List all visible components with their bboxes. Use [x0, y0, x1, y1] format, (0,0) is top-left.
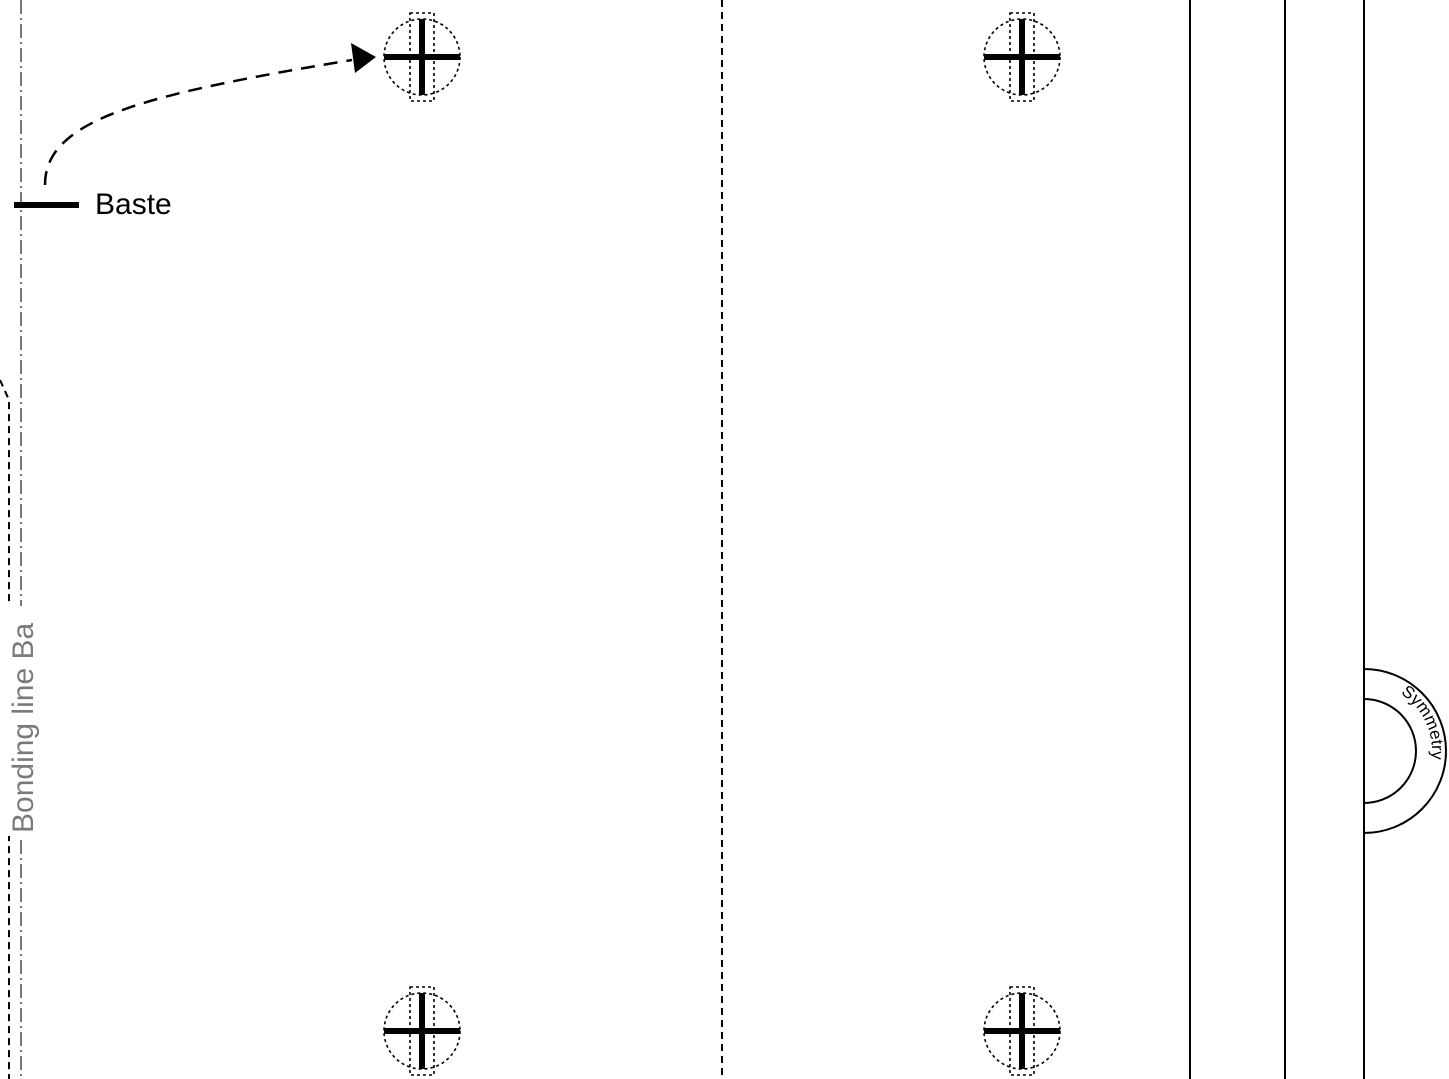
seam-allowance-dashed-left	[0, 379, 10, 1079]
placement-mark-bottom-right	[983, 986, 1061, 1076]
dashed-arrow-icon	[43, 58, 353, 186]
bonding-line-label: Bonding line Ba	[7, 623, 40, 833]
crosshair-circle-icon	[983, 12, 1061, 102]
symmetry-inner-arc	[1363, 698, 1417, 804]
arrowhead-icon	[351, 43, 376, 73]
symmetry-mark: Symmetry	[1363, 668, 1447, 834]
symmetry-outer-arc	[1363, 668, 1447, 834]
baste-label: Baste	[95, 188, 172, 221]
placement-mark-top-right	[983, 12, 1061, 102]
crosshair-circle-icon	[383, 12, 461, 102]
crosshair-circle-icon	[983, 986, 1061, 1076]
crosshair-circle-icon	[383, 986, 461, 1076]
placement-mark-bottom-left	[383, 986, 461, 1076]
placement-mark-top-left	[383, 12, 461, 102]
bonding-label-backdrop	[4, 606, 36, 836]
